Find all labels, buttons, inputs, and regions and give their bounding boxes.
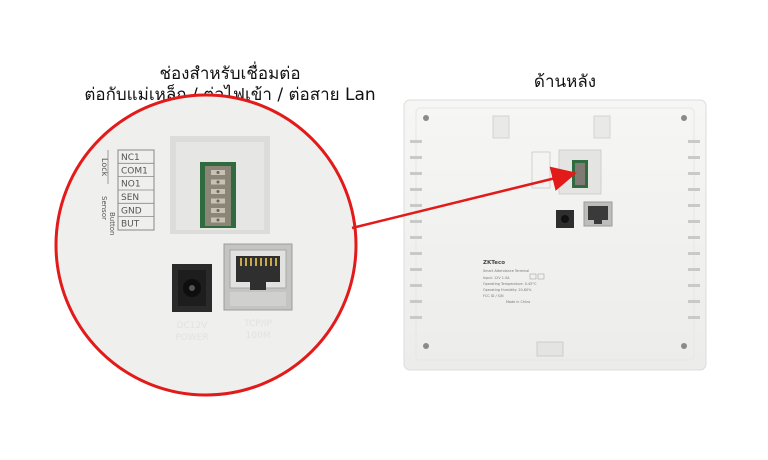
- lan-label-line1: TCP/IP: [243, 319, 272, 329]
- highlight-circle: [54, 93, 358, 397]
- side-label-sensor: Sensor: [100, 196, 108, 220]
- product-label: ZKTeco Smart Attendance Terminal Input: …: [483, 260, 545, 304]
- spec-text-4: FCC ID / S/N: [483, 294, 504, 298]
- magnified-view: NC1 COM1 NO1 SEN GND BUT Lock Sensor But…: [54, 93, 358, 397]
- spec-text-3: Operating Humidity: 20-80%: [483, 288, 532, 292]
- power-label-line2: POWER: [175, 333, 208, 343]
- terminal-pins: [211, 170, 225, 223]
- pointer-arrow: [351, 166, 577, 230]
- power-jack: DC12V POWER: [172, 264, 212, 343]
- side-label-button: Button: [108, 212, 116, 235]
- lan-label-line2: 100M: [246, 331, 271, 341]
- back-side-caption: ด้านหลัง: [533, 72, 597, 92]
- lan-port: TCP/IP 100M: [223, 243, 293, 341]
- brand-text: ZKTeco: [483, 260, 505, 266]
- terminal-block: [205, 166, 231, 226]
- terminal-label-no1: NO1: [121, 180, 141, 190]
- spec-text-2: Operating Temperature: 0-45°C: [483, 282, 537, 286]
- device-back: ZKTeco Smart Attendance Terminal Input: …: [403, 99, 707, 371]
- terminal-label-com1: COM1: [121, 166, 148, 176]
- spec-text-1: Input: 12V 1.5A: [483, 276, 510, 280]
- connector-caption-line1: ช่องสำหรับเชื่อมต่อ: [159, 64, 301, 84]
- connector-caption-line2: ต่อกับแม่เหล็ก / ต่อไฟเข้า / ต่อสาย Lan: [84, 85, 376, 105]
- terminal-label-gnd: GND: [121, 206, 142, 216]
- terminal-label-box: NC1 COM1 NO1 SEN GND BUT Lock Sensor But…: [100, 149, 155, 235]
- product-name-text: Smart Attendance Terminal: [483, 269, 529, 273]
- connector-caption: ช่องสำหรับเชื่อมต่อ ต่อกับแม่เหล็ก / ต่อ…: [80, 64, 380, 106]
- vent-slots-left: [410, 140, 422, 319]
- vent-slots-right: [688, 140, 700, 319]
- terminal-label-sen: SEN: [121, 193, 139, 203]
- terminal-label-but: BUT: [121, 220, 140, 230]
- terminal-label-nc1: NC1: [121, 153, 140, 163]
- power-label-line1: DC12V: [177, 321, 209, 331]
- origin-text: Made in China: [506, 300, 530, 304]
- side-label-lock: Lock: [100, 158, 109, 177]
